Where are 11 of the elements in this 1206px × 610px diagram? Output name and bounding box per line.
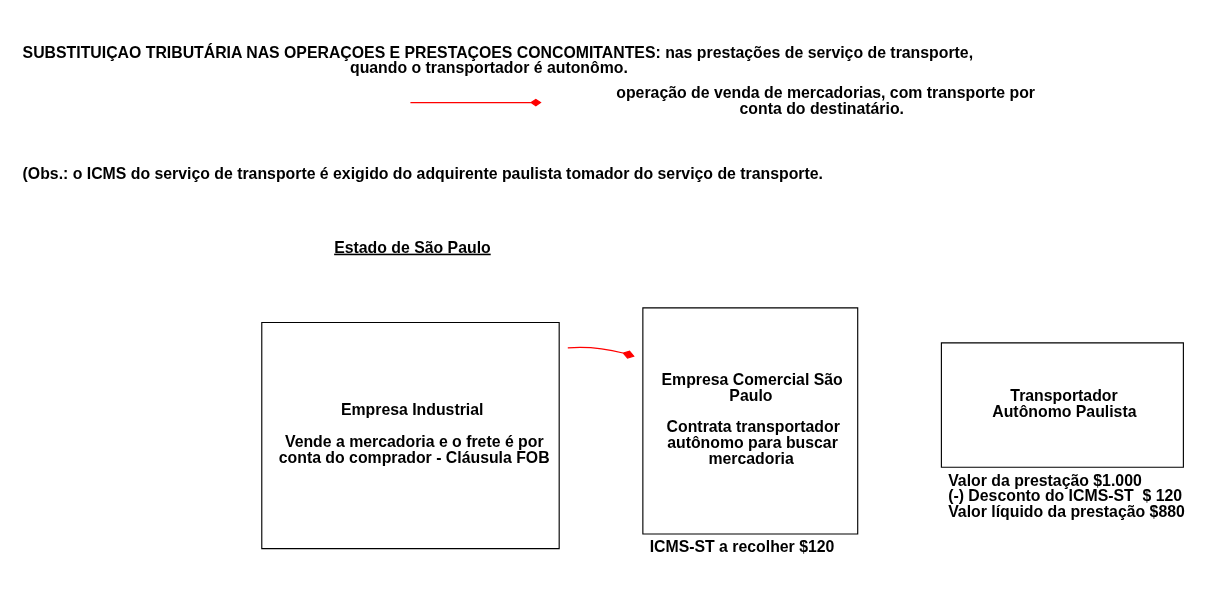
node-label: ICMS-ST a recolher $120 xyxy=(649,538,835,556)
connector xyxy=(567,346,635,359)
label: Estado de São Paulo xyxy=(334,238,491,256)
node-label: Valor líquido da prestação $880 xyxy=(948,503,1185,521)
diagram-title: SUBSTITUIÇAO TRIBUTÁRIA NAS OPERAÇOES E PRESTAÇOES CONCOMITANTES: nas prestações de serviço de transporte, quando o transportador é autonômo. xyxy=(22,43,974,77)
node-label: Valor da prestação $1.000 xyxy=(948,471,1142,489)
node-box: Empresa Industrial Vende a mercadoria e o frete é por conta do comprador - Cláusula FOB xyxy=(261,321,560,550)
label: (Obs.: o ICMS do serviço de transporte é exigido do adquirente paulista tomador do serviço de transporte. xyxy=(22,165,823,183)
legend-label: operação de venda de mercadorias, com transporte por conta do destinatário. xyxy=(616,84,1036,118)
node-box: Transportador Autônomo Paulista xyxy=(940,342,1184,468)
node-box: Empresa Comercial São Paulo Contrata transportador autônomo para buscar mercadoria xyxy=(642,307,859,535)
